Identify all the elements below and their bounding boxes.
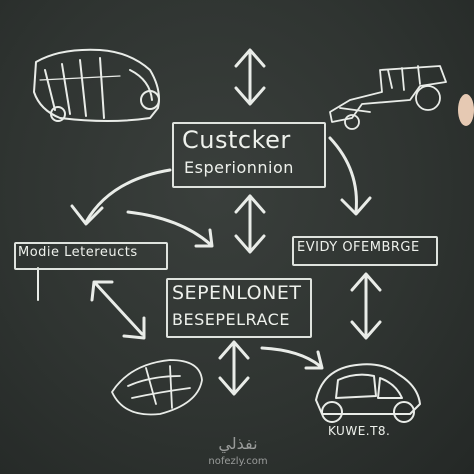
label-right: EVIDY OFEMBRGE — [297, 240, 420, 255]
label-left: Modie Letereucts — [18, 245, 138, 260]
arrow-to-car — [260, 346, 324, 370]
label-top-line1: Custcker — [182, 126, 291, 154]
arrow-diagonal-center — [126, 210, 214, 248]
box-right — [292, 236, 438, 266]
watermark-arabic: نفذلي — [218, 434, 258, 453]
vintage-car-sketch — [33, 48, 160, 122]
box-left — [14, 242, 168, 270]
right-double-arrow — [350, 272, 382, 340]
rock-sketch — [111, 359, 203, 416]
label-center-line2: BESEPELRACE — [172, 310, 290, 329]
label-top-line2: Esperionnion — [184, 158, 294, 177]
box-center — [166, 278, 312, 338]
tractor-sketch — [329, 65, 447, 130]
box-top — [172, 122, 326, 188]
bottom-double-arrow — [218, 340, 250, 396]
label-center-line1: SEPENLONET — [172, 282, 302, 304]
watermark-url: nofezly.com — [208, 456, 268, 467]
top-double-arrow — [234, 48, 266, 106]
center-double-arrow — [234, 194, 266, 254]
label-car-caption: KUWE.T8. — [328, 424, 391, 438]
arrow-to-left — [70, 168, 172, 226]
beetle-car-sketch — [315, 363, 421, 423]
arrow-left-diagonal — [90, 280, 146, 340]
hand — [458, 94, 474, 126]
arrow-to-right — [328, 136, 372, 216]
